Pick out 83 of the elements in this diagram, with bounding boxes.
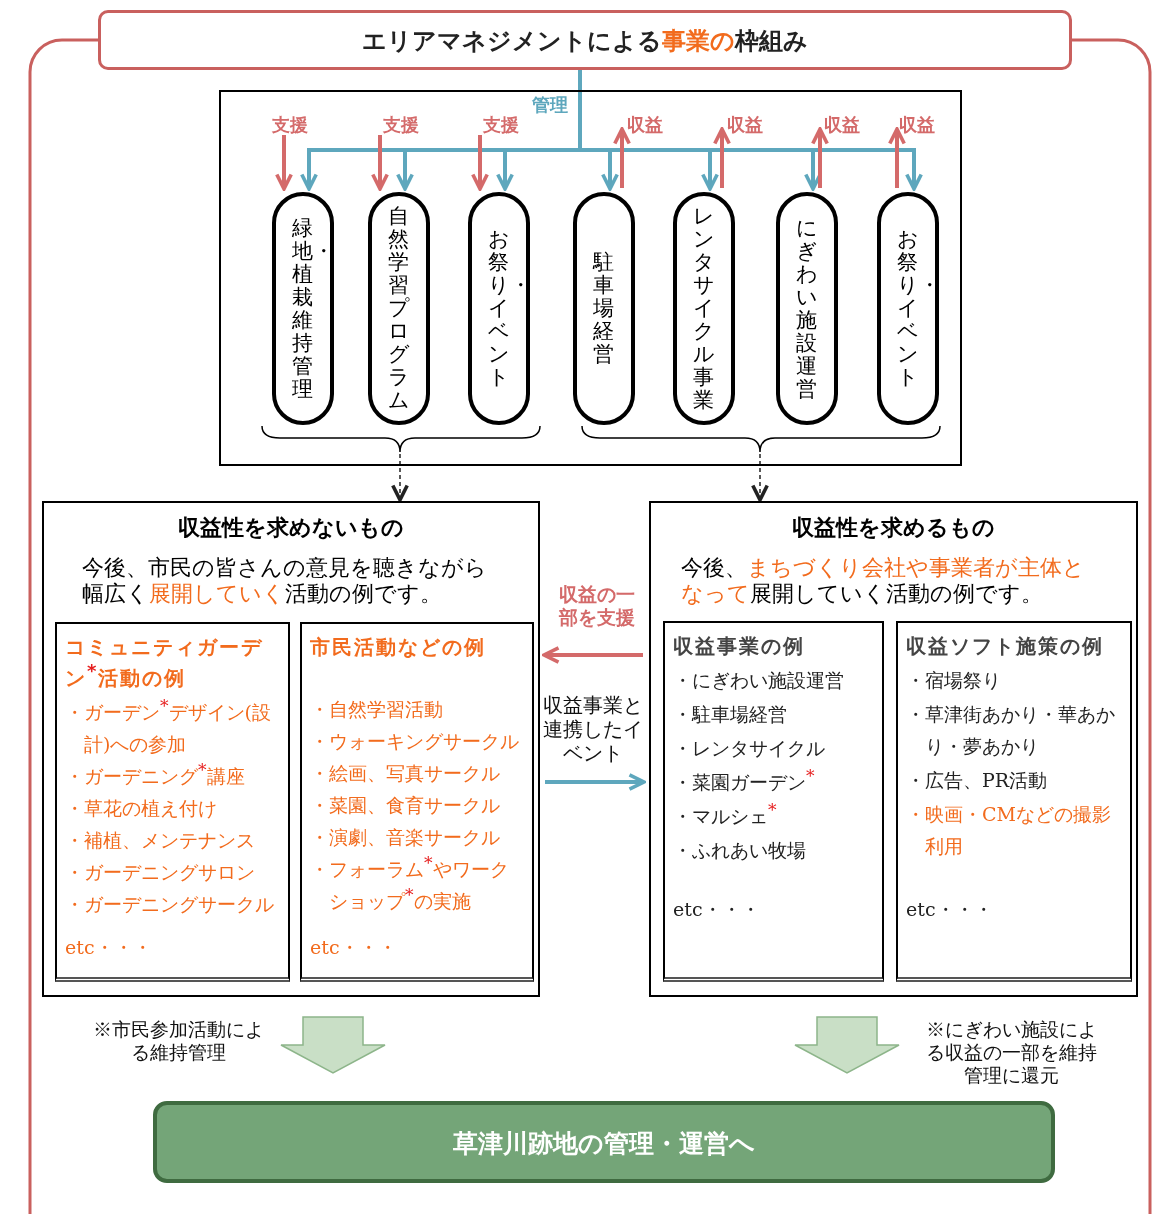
title-box [98, 10, 1072, 70]
edge-label: 支援 [272, 114, 309, 136]
list-item: ・宿場祭り [906, 668, 1002, 693]
arrow [275, 135, 293, 191]
example-heading: 収益ソフト施策の例 [906, 633, 1105, 660]
edge-label: ※にぎわい施設による収益の一部を維持管理に還元 [924, 1018, 1098, 1087]
list-item: ・ガーデニングサークル [65, 892, 275, 917]
panel-heading: 収益性を求めるもの [791, 514, 996, 542]
description-text: 今後、まちづくり会社や事業者が主体となって展開していく活動の例です。 [681, 555, 1086, 607]
arrow [542, 646, 643, 664]
pill-label: 自然学習プログラム [387, 203, 411, 414]
arrow [545, 773, 646, 791]
example-heading: 市民活動などの例 [310, 634, 487, 661]
list-item: ・絵画、写真サークル [310, 761, 501, 786]
list-item: ・菜園、食育サークル [310, 793, 501, 818]
arrow [391, 453, 409, 502]
list-item: ・レンタサイクル [673, 736, 826, 761]
arrow [751, 453, 769, 502]
pill-box [272, 192, 334, 425]
edge-label: 収益 [727, 114, 764, 136]
pill-label: レンタサイクル事業 [692, 203, 716, 414]
result-box [153, 1101, 1055, 1183]
example-panel [55, 622, 290, 982]
list-item: ・マルシェ$^{*}$ [673, 800, 778, 829]
example-panel [663, 621, 884, 982]
list-item: ・広告、PR活動 [906, 768, 1049, 793]
category-panel [42, 501, 540, 997]
example-heading: 収益事業の例 [673, 633, 806, 660]
title-text: エリアマネジメントによる事業の枠組み [361, 26, 809, 57]
arrow [578, 70, 923, 191]
example-panel [896, 621, 1132, 982]
pill-box [573, 192, 635, 425]
list-item: ・草花の植え付け [65, 796, 218, 821]
etc-text: etc・・・ [906, 897, 994, 922]
list-item: ・ウォーキングサークル [310, 729, 520, 754]
pill-label: 緑地・植栽維持管理 [290, 214, 330, 403]
edge-label: 収益 [824, 114, 861, 136]
list-item: ・ふれあい牧場 [673, 838, 807, 863]
list-item: ・映画・CMなどの撮影利用 [906, 802, 1112, 859]
list-item: ・自然学習活動 [310, 697, 444, 722]
list-item: ・草津街あかり・華あかり・夢あかり [906, 702, 1116, 759]
result-text: 草津川跡地の管理・運営へ [452, 1128, 756, 1160]
pill-box [368, 192, 430, 425]
arrow [371, 135, 389, 191]
edge-label: 管理 [532, 94, 569, 116]
edge-label: 収益 [899, 114, 936, 136]
panel-box [219, 90, 962, 466]
block-arrow [280, 1016, 386, 1074]
panel-heading: 収益性を求めないもの [177, 514, 405, 542]
description-text: 今後、市民の皆さんの意見を聴きながら幅広く展開していく活動の例です。 [82, 555, 488, 607]
edge-label: ※市民参加活動による維持管理 [91, 1018, 265, 1064]
example-heading: コミュニティガーデン$^{*}$活動の例 [65, 634, 264, 692]
category-panel [649, 501, 1138, 997]
pill-label: 駐車場経営 [591, 249, 616, 368]
list-item: ・ガーデニング$^{*}$講座 [65, 760, 246, 789]
etc-text: etc・・・ [65, 935, 153, 960]
etc-text: etc・・・ [310, 935, 398, 960]
list-item: ・駐車場経営 [673, 702, 788, 727]
arrow [888, 127, 906, 188]
list-item: ・ガーデニングサロン [65, 860, 256, 885]
pill-box [468, 192, 530, 425]
list-item: ・ガーデン$^{*}$デザイン(設計)への参加 [65, 696, 272, 757]
arrow [811, 127, 829, 188]
example-panel [300, 622, 534, 982]
list-item: ・菜園ガーデン$^{*}$ [673, 766, 816, 795]
pill-label: にぎわい施設運営 [795, 214, 819, 403]
list-item: ・フォーラム$^{*}$やワークショップ$^{*}$の実施 [310, 853, 510, 914]
edge-label: 支援 [483, 114, 520, 136]
edge-label: 収益 [627, 114, 664, 136]
etc-text: etc・・・ [673, 897, 761, 922]
pill-label: お祭り・イベント [895, 226, 935, 391]
block-arrow [794, 1016, 900, 1074]
list-item: ・にぎわい施設運営 [673, 668, 845, 693]
pill-box [673, 192, 735, 425]
arrow [471, 135, 489, 191]
arrow [613, 127, 631, 188]
pill-label: お祭り・イベント [486, 226, 526, 391]
list-item: ・演劇、音楽サークル [310, 825, 501, 850]
pill-box [877, 192, 939, 425]
arrow [713, 127, 731, 188]
pill-box [776, 192, 838, 425]
list-item: ・補植、メンテナンス [65, 828, 256, 853]
edge-label: 支援 [383, 114, 420, 136]
